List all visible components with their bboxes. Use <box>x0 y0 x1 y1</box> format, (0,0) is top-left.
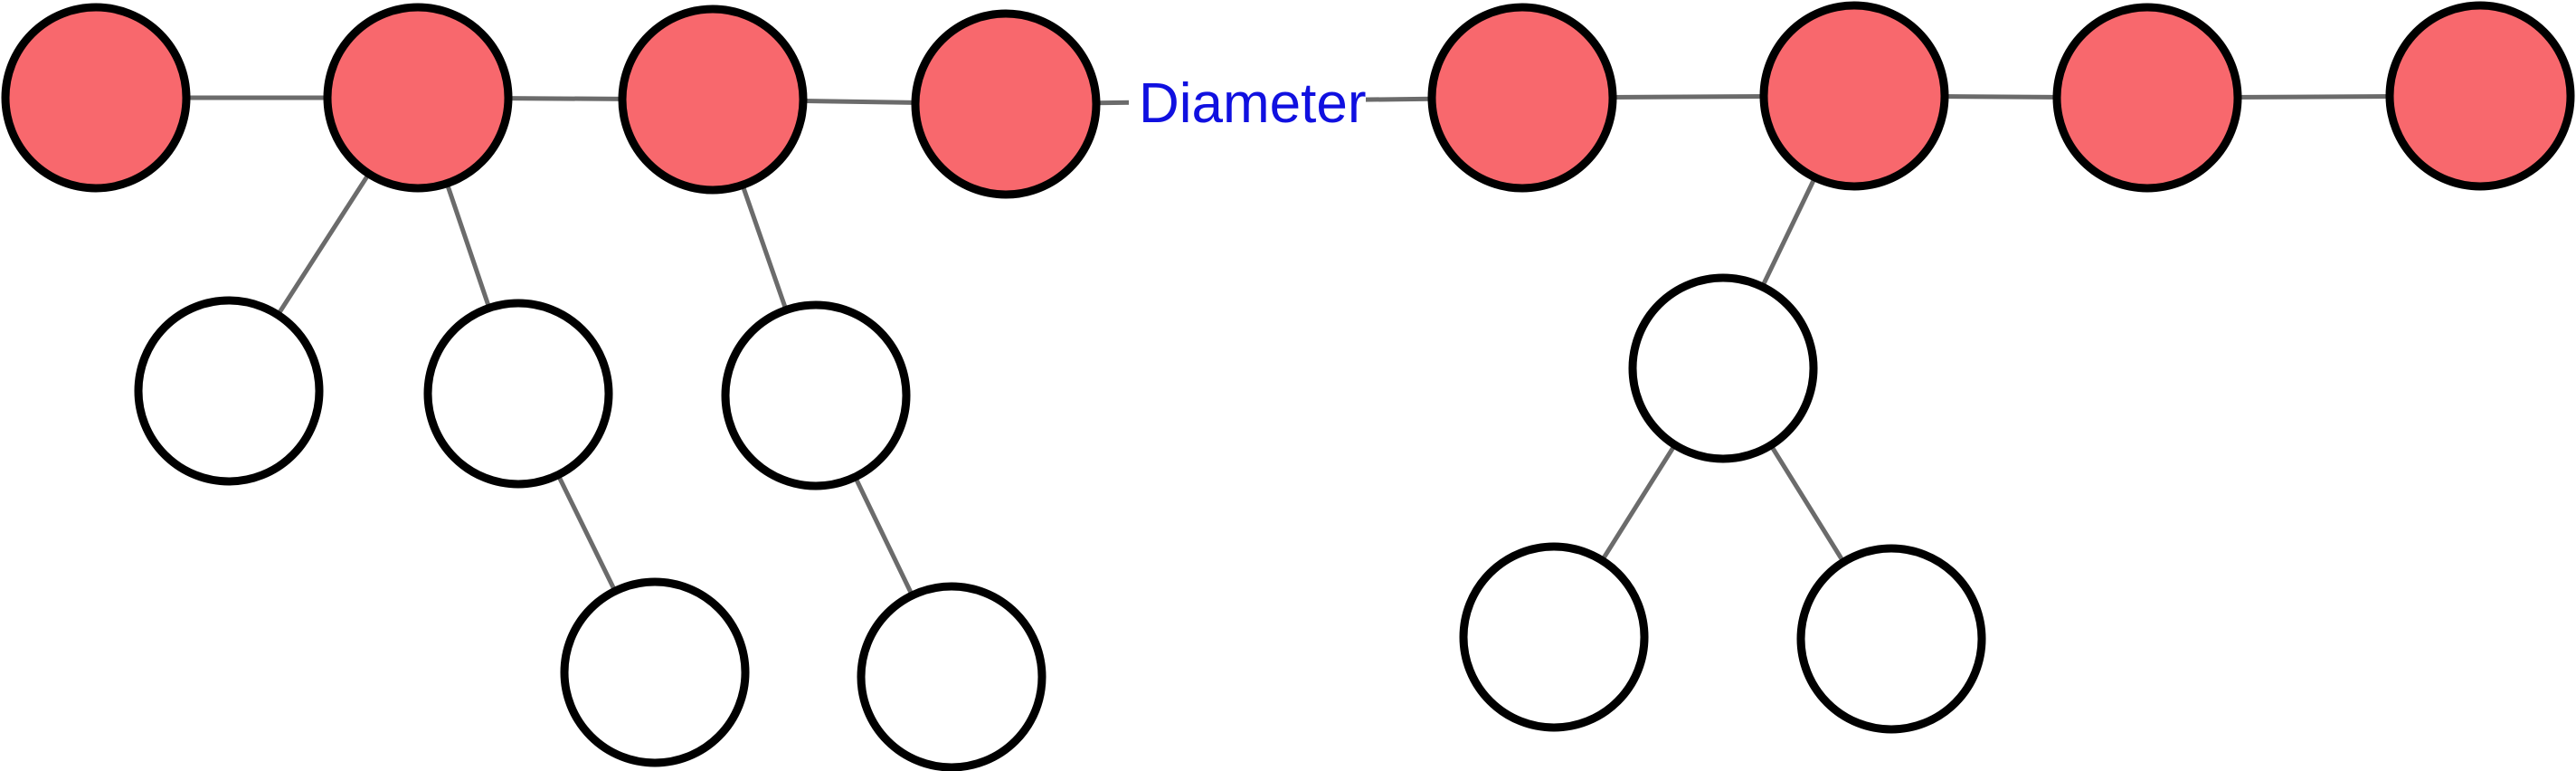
tree-node-c7 <box>1459 542 1649 732</box>
tree-node-c5 <box>857 582 1046 771</box>
diameter-node-d3 <box>618 5 808 195</box>
diameter-node-d5 <box>1427 3 1617 193</box>
diameter-node-d4 <box>911 9 1101 199</box>
diameter-node-d1 <box>1 3 191 193</box>
tree-node-c6 <box>1628 273 1818 463</box>
tree-node-c1 <box>134 296 324 486</box>
diameter-node-d7 <box>2052 3 2242 193</box>
diameter-node-d8 <box>2385 1 2575 191</box>
tree-node-c2 <box>423 299 613 489</box>
tree-node-c8 <box>1796 544 1986 734</box>
diameter-node-d6 <box>1759 1 1949 191</box>
tree-node-c3 <box>560 577 750 767</box>
diameter-label-background <box>1129 71 1366 139</box>
diameter-node-d2 <box>323 3 513 193</box>
tree-node-c4 <box>721 300 911 490</box>
labels: Diameter <box>1129 71 1367 139</box>
diameter-label: Diameter <box>1139 72 1367 135</box>
